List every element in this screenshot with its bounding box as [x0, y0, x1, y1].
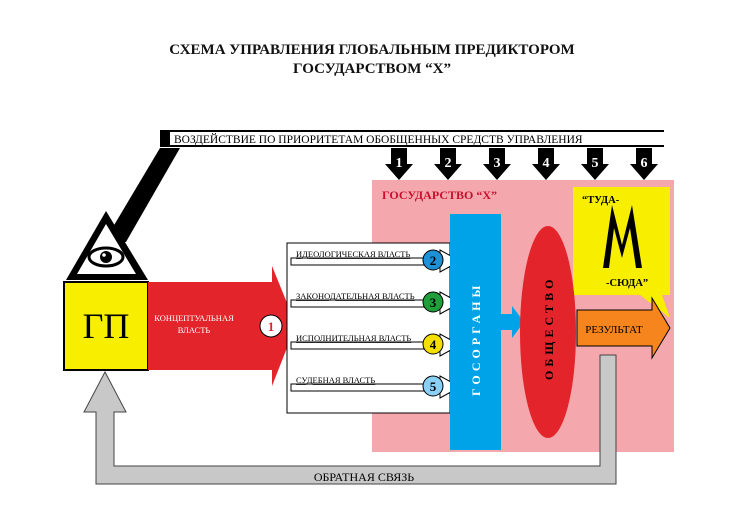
conceptual-number-circle: [259, 314, 283, 338]
feedback-arrow: [83, 354, 617, 485]
power-number: 3: [430, 295, 437, 310]
power-number-circle: [422, 249, 444, 271]
priority-number: 4: [543, 156, 550, 171]
priority-arrow-icon: [532, 148, 560, 180]
society-label: ОБЩЕСТВО: [542, 276, 556, 380]
power-label: СУДЕБНАЯ ВЛАСТЬ: [296, 375, 375, 385]
priority-number: 6: [641, 156, 648, 171]
power-label: ЗАКОНОДАТЕЛЬНАЯ ВЛАСТЬ: [296, 291, 415, 301]
power-label: ИСПОЛНИТЕЛЬНАЯ ВЛАСТЬ: [296, 333, 411, 343]
priority-number: 3: [494, 156, 501, 171]
conceptual-line-1: КОНЦЕПТУАЛЬНАЯ: [154, 313, 234, 323]
tuda-bottom-text: -СЮДА”: [606, 278, 648, 289]
gosorgany-label: ГОСОРГАНЫ: [469, 282, 483, 396]
power-number: 4: [430, 337, 437, 352]
priority-bar-inner: [170, 132, 664, 145]
priority-arrow-icon: [581, 148, 609, 180]
conceptual-number: 1: [268, 319, 275, 334]
priority-bar-label: ВОЗДЕЙСТВИЕ ПО ПРИОРИТЕТАМ ОБОБЩЕННЫХ СР…: [174, 132, 583, 146]
gosorgany-bar: [450, 214, 501, 450]
priority-arrow-icon: [385, 148, 413, 180]
title-line-2: ГОСУДАРСТВОМ “Х”: [293, 61, 451, 77]
result-label: РЕЗУЛЬТАТ: [585, 324, 643, 336]
power-number: 2: [430, 253, 437, 268]
influence-band: [104, 148, 180, 242]
priority-arrow-icon: [630, 148, 658, 180]
conceptual-power-arrow: [148, 266, 296, 386]
tuda-top-text: “ТУДА-: [582, 195, 620, 206]
priority-arrows: 1 2 3 4 5 6: [385, 148, 658, 180]
feedback-label: ОБРАТНАЯ СВЯЗЬ: [314, 470, 414, 484]
power-row: ИДЕОЛОГИЧЕСКАЯ ВЛАСТЬ 2: [290, 249, 462, 273]
result-arrow: [576, 296, 671, 360]
power-number-circle: [422, 291, 444, 313]
title-line-1: СХЕМА УПРАВЛЕНИЯ ГЛОБАЛЬНЫМ ПРЕДИКТОРОМ: [169, 42, 574, 58]
priority-arrow-1: 1: [385, 148, 413, 180]
priority-number: 1: [396, 156, 403, 171]
state-label: ГОСУДАРСТВО “Х”: [382, 188, 497, 202]
priority-number: 2: [445, 156, 452, 171]
power-number: 5: [430, 379, 437, 394]
power-label: ИДЕОЛОГИЧЕСКАЯ ВЛАСТЬ: [296, 249, 410, 259]
tuda-syuda-background: [573, 187, 670, 295]
tuda-syuda-box: “ТУДА- -СЮДА”: [573, 187, 670, 318]
priority-number: 5: [592, 156, 599, 171]
priority-arrow-icon: [434, 148, 462, 180]
zigzag-arrows-icon: [603, 205, 642, 268]
power-number-circle: [422, 333, 444, 355]
priority-arrow-icon: [483, 148, 511, 180]
priority-arrow-5: 5: [581, 148, 609, 180]
power-number-circle: [422, 375, 444, 397]
priority-arrow-6: 6: [630, 148, 658, 180]
gp-label: ГП: [83, 306, 130, 346]
society-ellipse: [520, 226, 576, 438]
gos-to-society-arrow: [501, 306, 524, 338]
priority-arrow-2: 2: [434, 148, 462, 180]
conceptual-line-2: ВЛАСТЬ: [178, 325, 211, 335]
priority-arrow-4: 4: [532, 148, 560, 180]
all-seeing-eye-icon: [66, 211, 148, 280]
priority-arrow-3: 3: [483, 148, 511, 180]
